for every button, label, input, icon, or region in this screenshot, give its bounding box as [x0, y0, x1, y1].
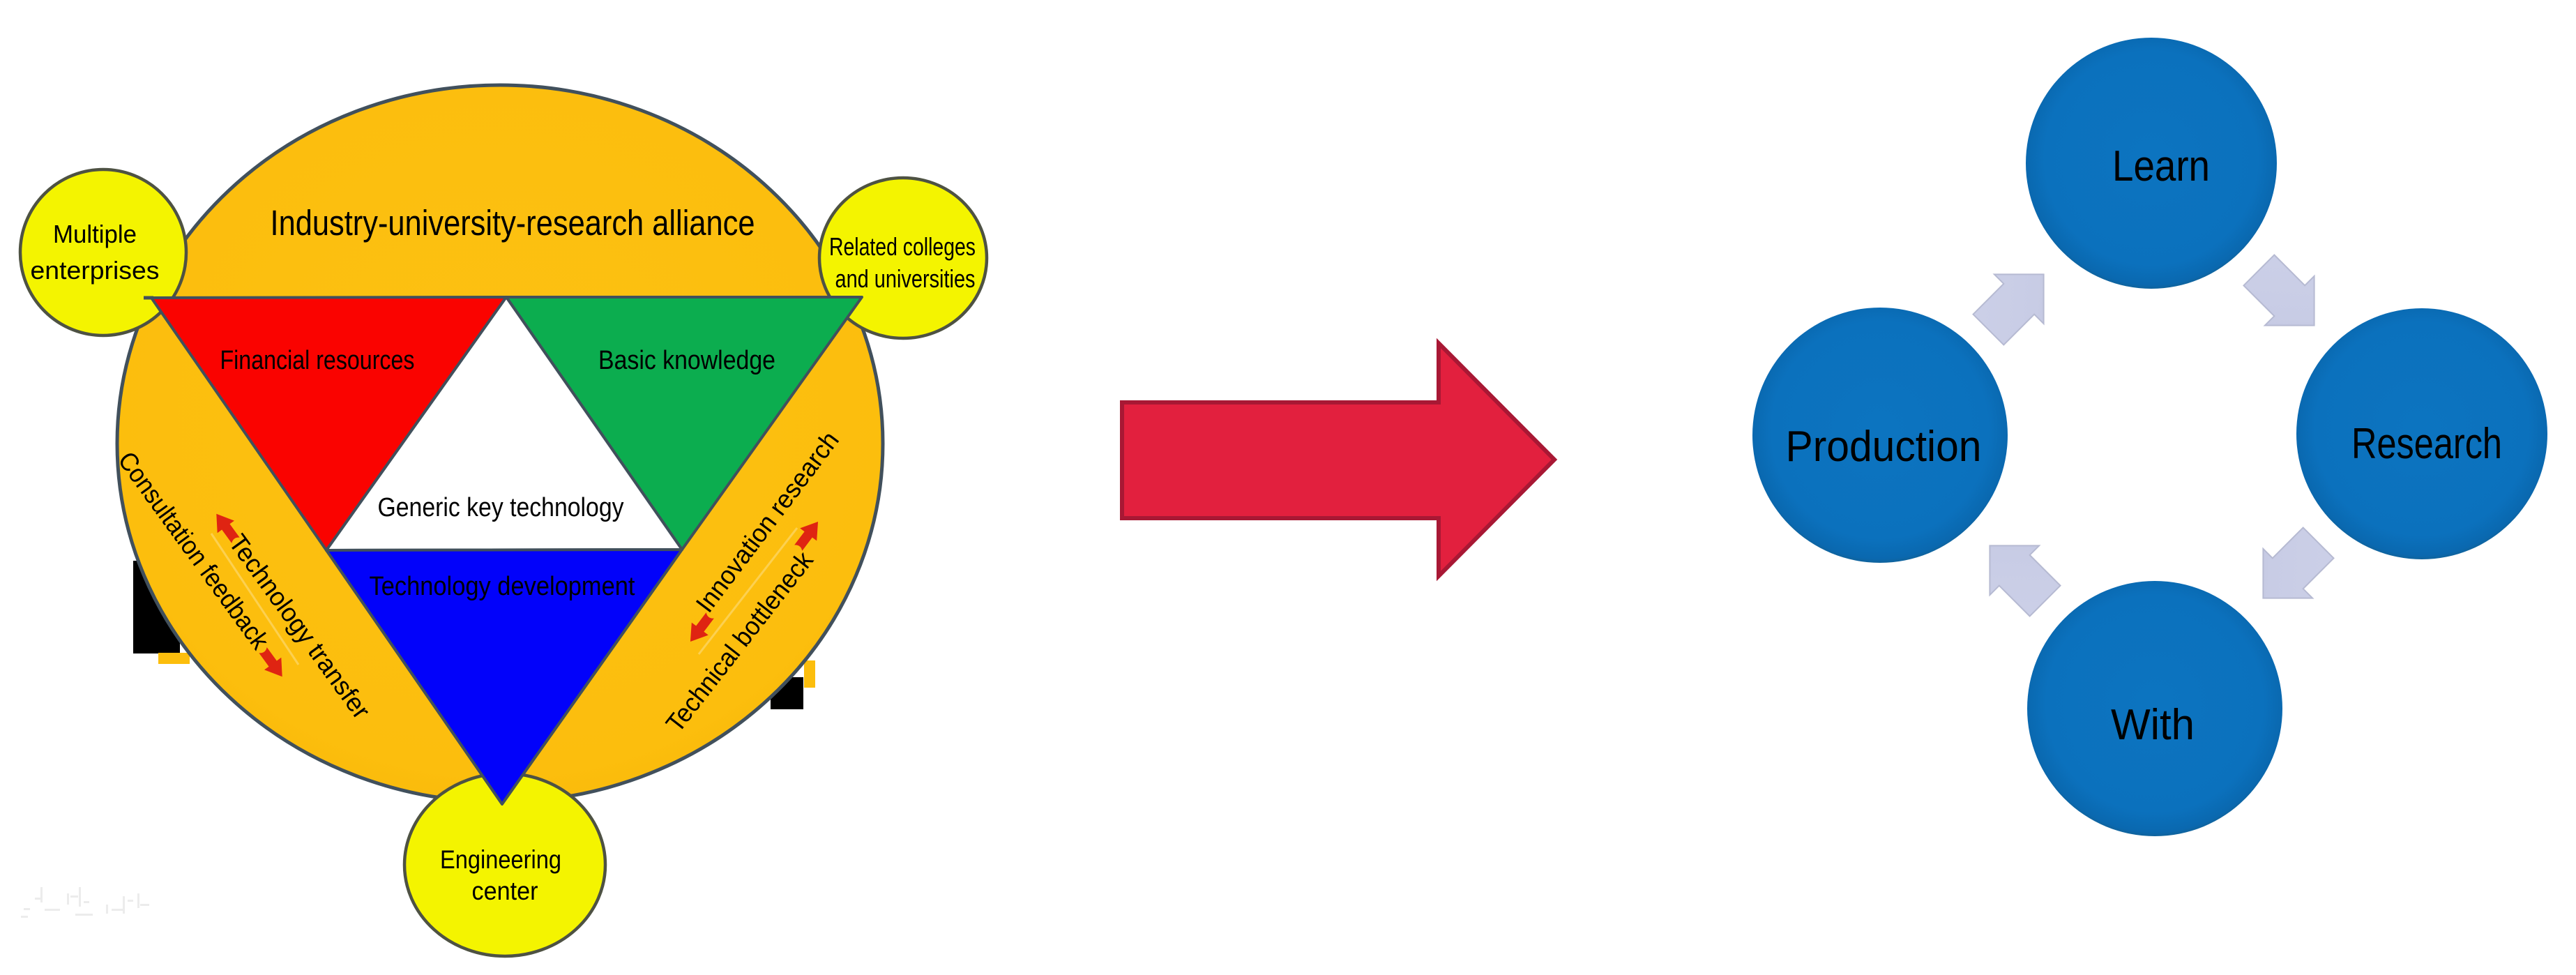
svg-text:center: center — [472, 877, 538, 905]
svg-text:With: With — [2111, 701, 2195, 749]
svg-text:Industry-university-research a: Industry-university-research alliance — [271, 203, 755, 243]
svg-text:Related colleges: Related colleges — [829, 232, 976, 261]
svg-text:Research: Research — [2351, 420, 2502, 468]
svg-text:Generic key technology: Generic key technology — [378, 493, 624, 522]
svg-text:Technology development: Technology development — [370, 572, 635, 601]
svg-text:Financial resources: Financial resources — [220, 346, 415, 375]
svg-text:enterprises: enterprises — [31, 256, 160, 285]
svg-text:Basic knowledge: Basic knowledge — [598, 346, 775, 375]
svg-text:and universities: and universities — [835, 264, 976, 293]
svg-text:Engineering: Engineering — [440, 845, 561, 874]
svg-text:Learn: Learn — [2112, 142, 2210, 190]
svg-text:Multiple: Multiple — [53, 220, 137, 248]
svg-text:Production: Production — [1786, 423, 1982, 471]
